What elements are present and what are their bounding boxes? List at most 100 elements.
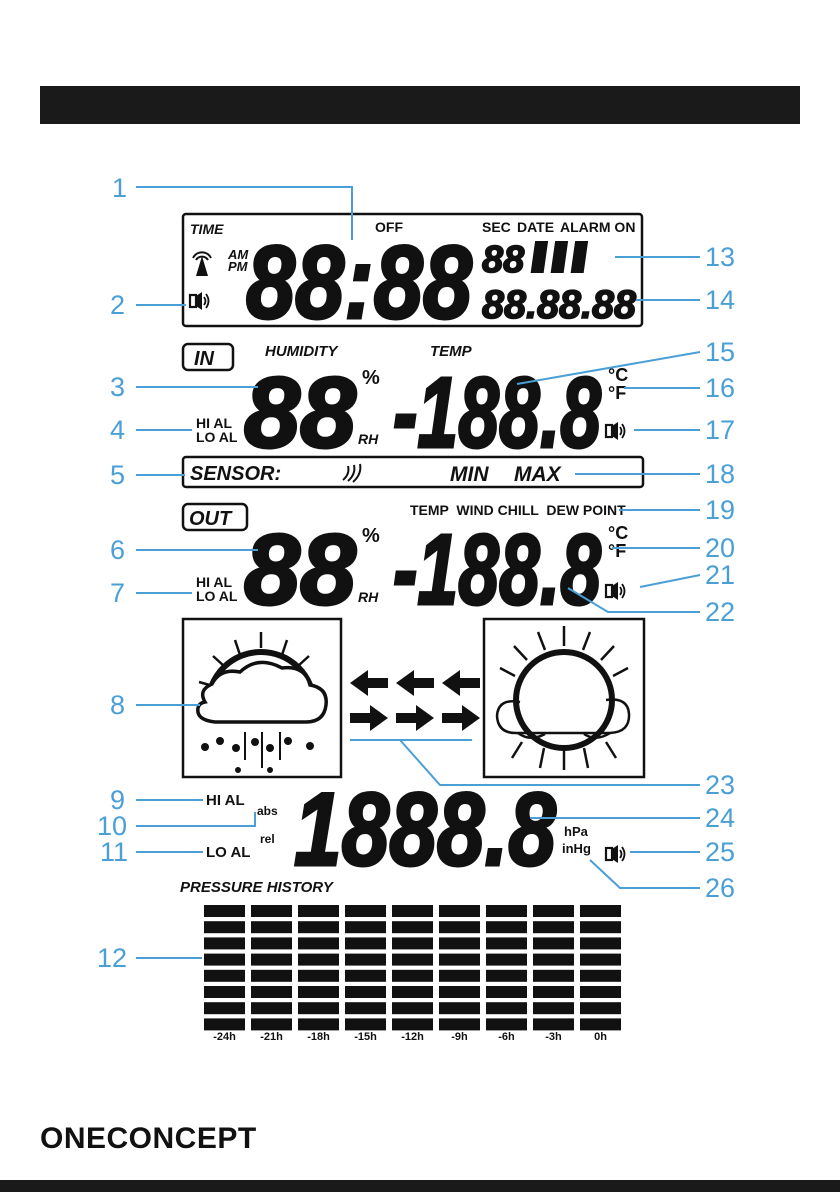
history-segment xyxy=(345,937,386,950)
time-digits: 88:88 xyxy=(246,225,472,341)
brand-logo: ONECONCEPT xyxy=(40,1122,257,1155)
out-celsius: °C xyxy=(608,523,628,543)
history-segment xyxy=(486,969,527,982)
in-temp-speaker-icon xyxy=(604,420,626,442)
history-segment xyxy=(580,1018,621,1031)
history-segment xyxy=(439,953,480,966)
temp-label-in: TEMP xyxy=(430,343,473,360)
callout-22: 22 xyxy=(705,597,736,627)
callout-12: 12 xyxy=(97,943,128,973)
sun-cloud-icon xyxy=(495,626,631,770)
history-segment xyxy=(298,937,339,950)
alarm-on-label: ALARM ON xyxy=(560,219,635,235)
off-label: OFF xyxy=(375,219,403,235)
history-segment xyxy=(580,1002,621,1015)
date-label: DATE xyxy=(517,219,554,235)
history-segment xyxy=(439,1018,480,1031)
pressure-lo-al: LO AL xyxy=(206,844,250,861)
in-humidity-digits: 88 xyxy=(244,357,356,469)
callout-15: 15 xyxy=(705,337,736,367)
history-tick-label: -18h xyxy=(307,1031,330,1043)
history-segment xyxy=(580,905,621,917)
callout-4: 4 xyxy=(110,415,126,445)
history-segment xyxy=(204,937,245,950)
history-segment xyxy=(580,969,621,982)
history-segment xyxy=(298,1002,339,1015)
history-segment xyxy=(533,921,574,934)
history-tick-label: -15h xyxy=(354,1031,377,1043)
history-segment xyxy=(345,1018,386,1031)
history-segment xyxy=(486,986,527,998)
callout-1: 1 xyxy=(112,173,128,203)
history-tick-label: -3h xyxy=(545,1031,562,1043)
history-segment xyxy=(298,986,339,998)
out-fahrenheit: °F xyxy=(608,541,626,561)
trend-arrows-icon xyxy=(350,670,480,731)
history-segment xyxy=(392,1002,433,1015)
callout-16: 16 xyxy=(705,373,736,403)
in-celsius: °C xyxy=(608,365,628,385)
history-segment xyxy=(345,1002,386,1015)
callout-5: 5 xyxy=(110,460,126,490)
callout-6: 6 xyxy=(110,535,126,565)
history-tick-label: -21h xyxy=(260,1031,283,1043)
pressure-speaker-icon xyxy=(604,843,626,865)
history-tick-label: -24h xyxy=(213,1031,236,1043)
history-segment xyxy=(533,905,574,917)
history-segment xyxy=(251,937,292,950)
out-temp-digits: -188.8 xyxy=(393,514,601,626)
history-tick-label: -12h xyxy=(401,1031,424,1043)
time-alarm-speaker-icon xyxy=(188,290,210,312)
history-segment xyxy=(439,969,480,982)
history-segment xyxy=(345,969,386,982)
humidity-label: HUMIDITY xyxy=(265,343,339,360)
history-segment xyxy=(580,937,621,950)
pressure-rel: rel xyxy=(260,832,275,846)
callout-20: 20 xyxy=(705,533,736,563)
time-label: TIME xyxy=(190,221,224,237)
history-segment xyxy=(486,1002,527,1015)
hpa-label: hPa xyxy=(564,824,589,839)
in-fahrenheit: °F xyxy=(608,383,626,403)
history-segment xyxy=(533,937,574,950)
pressure-history-bars xyxy=(204,905,621,1031)
pm-label: PM xyxy=(228,259,249,274)
history-segment xyxy=(533,1002,574,1015)
history-segment xyxy=(345,905,386,917)
out-humidity-digits: 88 xyxy=(244,514,356,626)
date-digits: 88.88.88 xyxy=(482,283,637,327)
in-lo-al: LO AL xyxy=(196,429,238,445)
history-segment xyxy=(204,986,245,998)
history-segment xyxy=(439,986,480,998)
history-segment xyxy=(486,921,527,934)
history-segment xyxy=(486,905,527,917)
history-segment xyxy=(392,937,433,950)
inhg-label: inHg xyxy=(562,841,591,856)
footer-bar xyxy=(0,1180,840,1192)
history-tick-label: 0h xyxy=(594,1031,607,1043)
history-segment xyxy=(392,986,433,998)
sensor-bar xyxy=(181,455,645,489)
in-rh: RH xyxy=(358,431,379,447)
history-segment xyxy=(439,921,480,934)
callout-3: 3 xyxy=(110,372,126,402)
history-segment xyxy=(345,953,386,966)
history-segment xyxy=(345,986,386,998)
history-segment xyxy=(533,1018,574,1031)
history-segment xyxy=(345,921,386,934)
history-segment xyxy=(533,953,574,966)
history-segment xyxy=(204,1002,245,1015)
header-bar xyxy=(40,86,800,124)
history-segment xyxy=(392,905,433,917)
history-segment xyxy=(204,921,245,934)
history-tick-label: -9h xyxy=(451,1031,468,1043)
callout-24: 24 xyxy=(705,803,736,833)
history-segment xyxy=(439,905,480,917)
out-temp-speaker-icon xyxy=(604,580,626,602)
antenna-icon xyxy=(192,251,212,276)
pressure-digits: 1888.8 xyxy=(294,772,556,888)
pressure-abs: abs xyxy=(257,804,278,818)
sun-forecast-panel xyxy=(482,617,646,779)
rain-cloud-icon xyxy=(196,632,328,773)
